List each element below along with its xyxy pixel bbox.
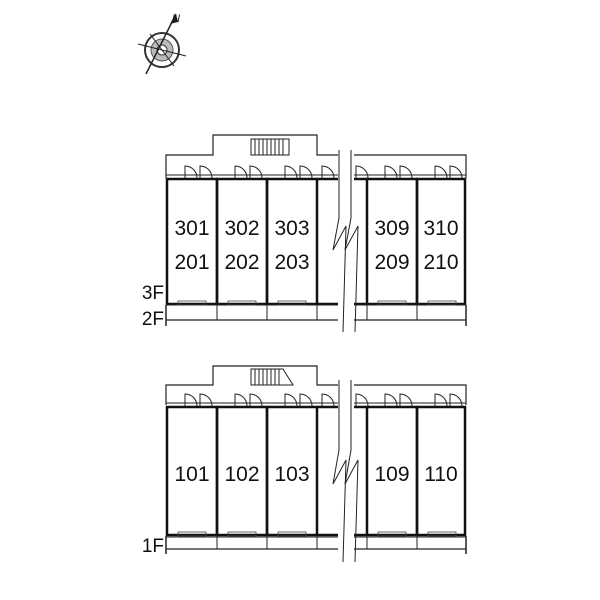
unit-label: 102 <box>224 463 259 486</box>
unit-label: 203 <box>274 251 309 274</box>
unit-label: 202 <box>224 251 259 274</box>
door-icon <box>184 165 463 179</box>
stair-icon <box>250 368 294 386</box>
unit-label: 302 <box>224 217 259 240</box>
unit-label: 301 <box>174 217 209 240</box>
upper-floor-plan: 301 302 303 309 310 201 202 203 209 210 … <box>142 134 467 333</box>
compass-north-label: N <box>172 13 180 25</box>
lower-floor-plan: 101 102 103 109 110 1F <box>142 365 467 563</box>
unit-label: 101 <box>174 463 209 486</box>
unit-label: 310 <box>423 217 458 240</box>
door-icon <box>184 393 463 407</box>
unit-label: 110 <box>424 463 457 486</box>
unit-label: 109 <box>374 463 409 486</box>
unit-label: 103 <box>274 463 309 486</box>
floor-label: 2F <box>142 309 164 330</box>
unit-label: 210 <box>423 251 458 274</box>
unit-label: 209 <box>374 251 409 274</box>
floor-label: 3F <box>142 283 164 304</box>
unit-label: 303 <box>274 217 309 240</box>
unit-label: 201 <box>174 251 209 274</box>
stair-icon <box>250 138 290 156</box>
floor-label: 1F <box>142 536 164 557</box>
unit-label: 309 <box>374 217 409 240</box>
compass-north-icon: N <box>137 13 187 75</box>
